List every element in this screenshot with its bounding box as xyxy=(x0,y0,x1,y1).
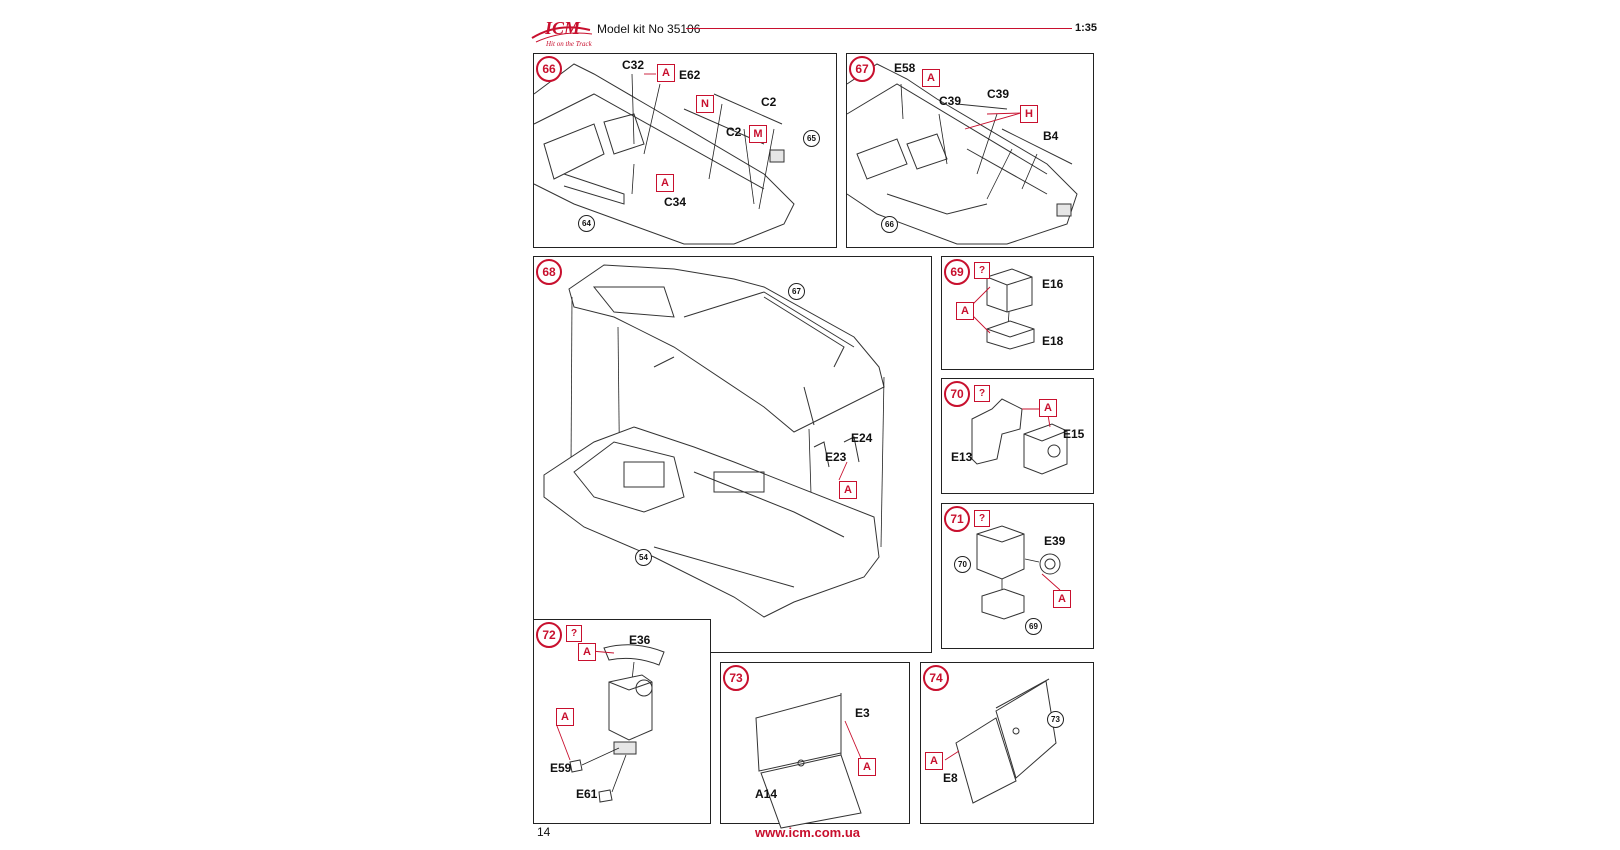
part-label: E15 xyxy=(1063,427,1085,441)
step-reference: 65 xyxy=(803,130,820,147)
unknown-paint-box: ? xyxy=(974,262,990,279)
step-67-number: 67 xyxy=(849,56,875,82)
part-label: E18 xyxy=(1042,334,1064,348)
part-label: E24 xyxy=(851,431,873,445)
unknown-paint-box: ? xyxy=(974,385,990,402)
paint-callout: A xyxy=(858,758,876,776)
part-label: E62 xyxy=(679,68,701,82)
step-70-drawing xyxy=(971,398,1068,475)
step-reference: 54 xyxy=(635,549,652,566)
step-67-drawing xyxy=(846,63,1078,245)
step-67-panel: 67 E58 A C39 C39 H B4 66 xyxy=(846,53,1094,248)
paint-callout: A xyxy=(839,481,857,499)
part-label: E59 xyxy=(550,761,572,775)
part-label: C2 xyxy=(761,95,777,109)
step-66-drawing xyxy=(533,63,795,245)
paint-callout: A xyxy=(922,69,940,87)
part-label: E23 xyxy=(825,450,847,464)
unknown-paint-box: ? xyxy=(974,510,990,527)
part-label: E16 xyxy=(1042,277,1064,291)
paint-callout: M xyxy=(749,125,767,143)
paint-callout: A xyxy=(657,64,675,82)
step-72-number: 72 xyxy=(536,622,562,648)
step-reference: 66 xyxy=(881,216,898,233)
step-70-panel: 70 ? A E15 E13 xyxy=(941,378,1094,494)
step-68-drawing xyxy=(543,264,885,618)
paint-callout: A xyxy=(556,708,574,726)
paint-callout: A xyxy=(578,643,596,661)
step-68-panel: 68 67 E24 E23 A 54 xyxy=(533,256,932,653)
step-68-number: 68 xyxy=(536,259,562,285)
step-74-drawing xyxy=(944,678,1057,804)
step-69-number: 69 xyxy=(944,259,970,285)
step-73-panel: 73 E3 A A14 xyxy=(720,662,910,829)
part-label: E61 xyxy=(576,787,598,801)
paint-callout: A xyxy=(1053,590,1071,608)
step-72-panel: 72 ? E36 A A E59 E61 xyxy=(533,619,711,824)
kit-number: Model kit No 35106 xyxy=(597,22,701,36)
paint-callout: A xyxy=(925,752,943,770)
step-66-number: 66 xyxy=(536,56,562,82)
paint-callout: H xyxy=(1020,105,1038,123)
part-label: E58 xyxy=(894,61,916,75)
paint-callout: A xyxy=(1039,399,1057,417)
paint-callout: N xyxy=(696,95,714,113)
part-label: E3 xyxy=(855,706,870,720)
website-link[interactable]: www.icm.com.ua xyxy=(755,825,860,840)
part-label: C39 xyxy=(939,94,962,108)
part-label: C2 xyxy=(726,125,742,139)
step-74-number: 74 xyxy=(923,665,949,691)
step-73-number: 73 xyxy=(723,665,749,691)
header-rule xyxy=(686,28,1072,29)
unknown-paint-box: ? xyxy=(566,625,582,642)
part-label: C39 xyxy=(987,87,1010,101)
step-74-panel: 74 73 A E8 xyxy=(920,662,1094,824)
brand-logo-text: ICM xyxy=(545,18,581,38)
step-reference: 67 xyxy=(788,283,805,300)
step-69-drawing xyxy=(969,268,1035,350)
step-71-panel: 71 ? E39 70 A 69 xyxy=(941,503,1094,649)
brand-tagline: Hit on the Track xyxy=(546,40,592,48)
step-reference: 70 xyxy=(954,556,971,573)
paint-callout: A xyxy=(656,174,674,192)
step-69-panel: 69 ? E16 A E18 xyxy=(941,256,1094,370)
step-66-panel: 66 C32 A E62 N C2 C2 M 65 A C34 64 xyxy=(533,53,837,248)
part-label: E39 xyxy=(1044,534,1066,548)
part-label: C32 xyxy=(622,58,645,72)
step-reference: 69 xyxy=(1025,618,1042,635)
part-label: E36 xyxy=(629,633,651,647)
step-reference: 64 xyxy=(578,215,595,232)
icm-logo-icon xyxy=(531,26,593,43)
part-label: A14 xyxy=(755,787,778,801)
part-label: B4 xyxy=(1043,129,1059,143)
part-label: E13 xyxy=(951,450,973,464)
step-73-drawing xyxy=(755,693,864,829)
scale-label: 1:35 xyxy=(1075,22,1098,34)
step-71-drawing xyxy=(976,525,1061,620)
step-reference: 73 xyxy=(1047,711,1064,728)
step-70-number: 70 xyxy=(944,381,970,407)
step-71-number: 71 xyxy=(944,506,970,532)
paint-callout: A xyxy=(956,302,974,320)
part-label: C34 xyxy=(664,195,687,209)
part-label: E8 xyxy=(943,771,958,785)
page-number: 14 xyxy=(537,825,551,839)
